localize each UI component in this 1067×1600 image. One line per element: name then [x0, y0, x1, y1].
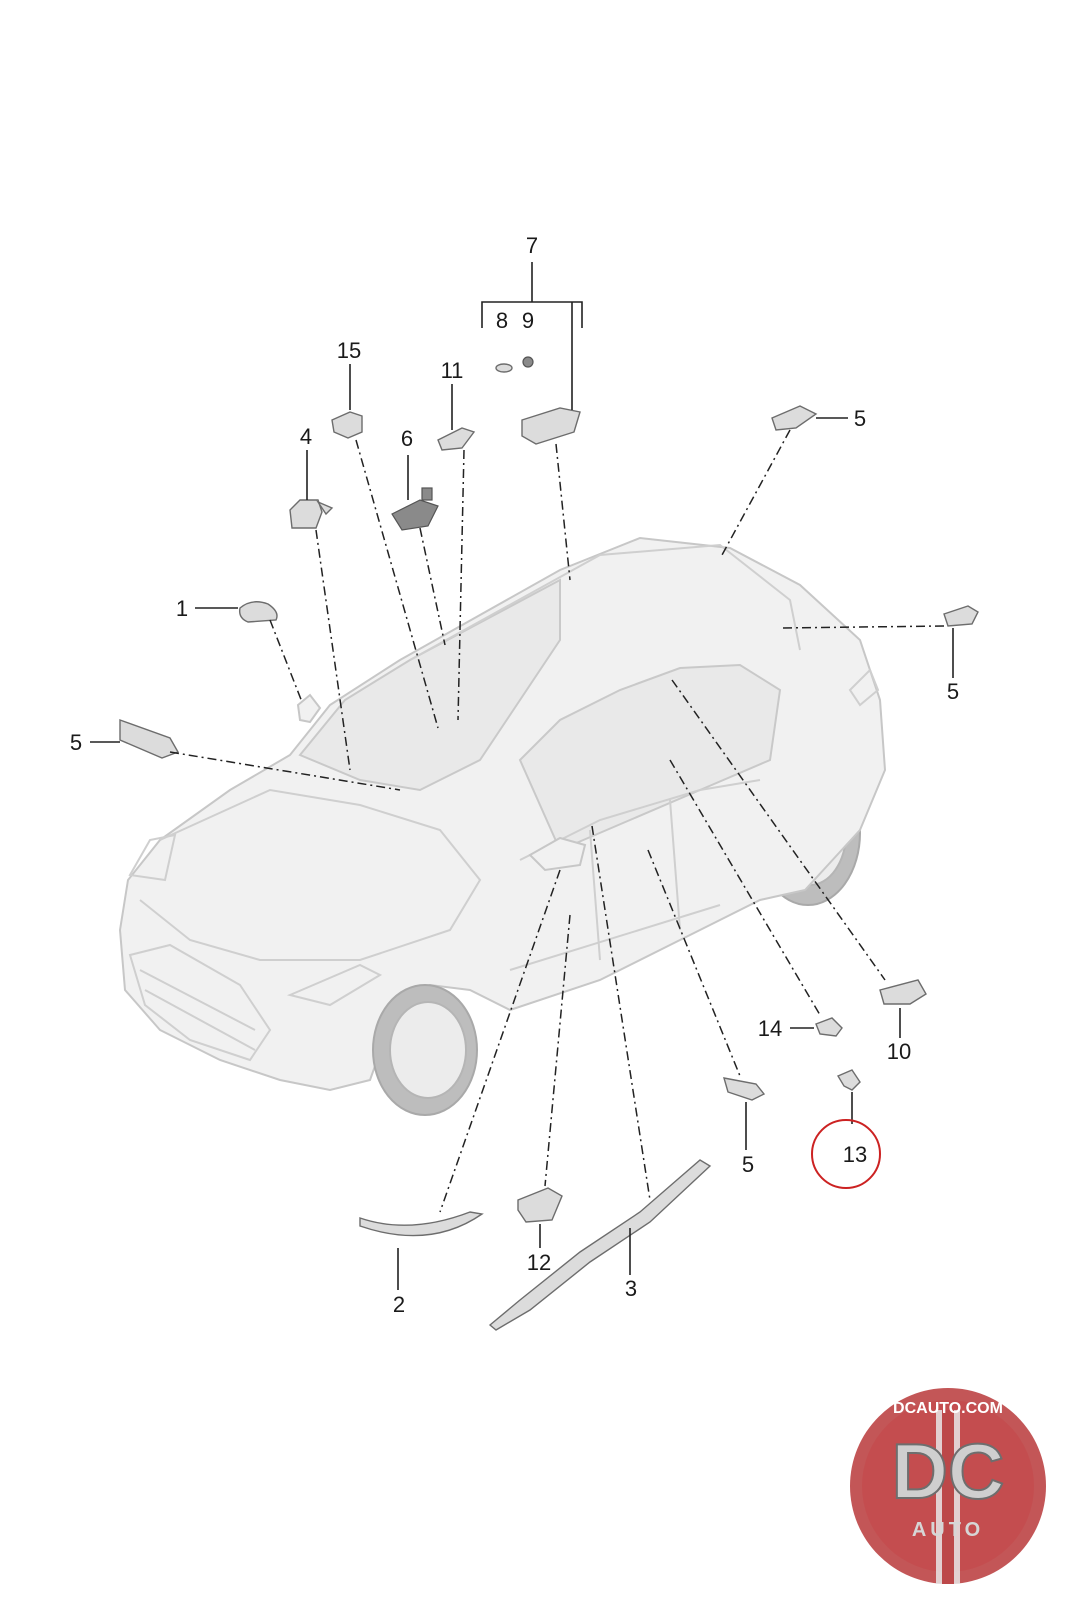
callout-5-bottom: 5 [742, 1152, 754, 1177]
part-8 [495, 363, 513, 373]
part-6 [391, 487, 439, 531]
callout-11: 11 [441, 358, 464, 383]
callout-1: 1 [176, 596, 188, 621]
callout-8: 8 [496, 308, 508, 333]
callout-15: 15 [337, 338, 361, 363]
part-14 [815, 1017, 843, 1037]
callout-2: 2 [393, 1292, 405, 1317]
part-10 [879, 979, 927, 1005]
callout-7: 7 [526, 233, 538, 258]
callout-14: 14 [758, 1016, 782, 1041]
logo-letters: DC [892, 1427, 1005, 1515]
part-7 [521, 407, 581, 445]
part-13 [836, 1069, 861, 1091]
dashed-leaders [169, 429, 945, 1213]
part-4 [289, 499, 334, 529]
part-9 [522, 356, 534, 368]
part-3 [488, 1159, 712, 1331]
part-15 [331, 411, 363, 439]
callout-5-left: 5 [70, 730, 82, 755]
part-1 [238, 601, 278, 623]
highlight-circle [811, 1119, 881, 1189]
callout-4: 4 [300, 424, 312, 449]
part-5-bottom [723, 1077, 766, 1101]
dcauto-logo: DCAUTO.COM DC AUTO [850, 1388, 1046, 1584]
callout-5-top-right: 5 [854, 406, 866, 431]
callout-3: 3 [625, 1276, 637, 1301]
part-5-right [943, 605, 979, 627]
car-illustration [118, 536, 887, 1116]
part-12 [517, 1187, 563, 1223]
part-5-left [119, 719, 180, 759]
callout-12: 12 [527, 1250, 551, 1275]
logo-top-text: DCAUTO.COM [893, 1400, 1003, 1417]
callout-5-right: 5 [947, 679, 959, 704]
callout-13: 13 [843, 1142, 867, 1167]
callout-9: 9 [522, 308, 534, 333]
callout-labels: 1 2 3 4 5 5 5 5 6 7 8 9 10 11 12 13 14 1… [70, 233, 959, 1317]
part-11 [437, 427, 476, 451]
logo-bottom-text: AUTO [912, 1519, 984, 1541]
part-2 [359, 1211, 484, 1237]
part-5-top-right [771, 405, 818, 431]
callout-10: 10 [887, 1039, 911, 1064]
callout-leaders [90, 262, 954, 1290]
callout-6: 6 [401, 426, 413, 451]
